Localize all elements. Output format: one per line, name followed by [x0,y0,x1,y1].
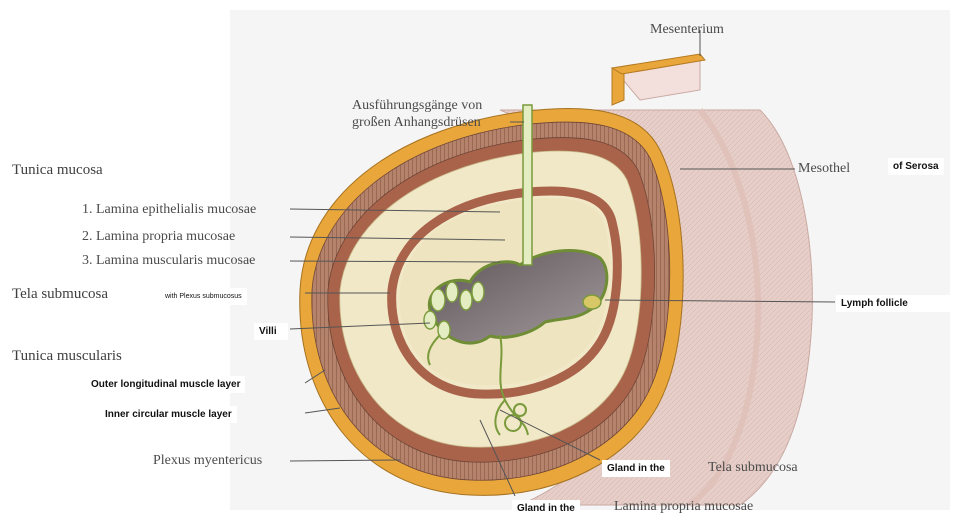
label-tela-submucosa-bottom: Tela submucosa [708,460,798,476]
label-ausfuhrung-line2: großen Anhangsdrüsen [352,115,481,131]
label-tunica-muscularis: Tunica muscularis [12,348,122,364]
label-mesenterium: Mesenterium [650,22,724,38]
label-lamina-propria: 2. Lamina propria mucosae [82,229,235,245]
label-tunica-mucosa: Tunica mucosa [12,162,103,178]
overlay-inner-circular: Inner circular muscle layer [100,406,237,423]
label-lamina-muscularis: 3. Lamina muscularis mucosae [82,253,255,269]
label-mesothel: Mesothel [798,161,850,177]
overlay-with-plexus: with Plexus submucosus [160,288,247,305]
lymph-follicle [583,295,601,309]
overlay-of-serosa: of Serosa [888,158,944,175]
overlay-outer-longitudinal: Outer longitudinal muscle layer [86,376,245,393]
label-tela-submucosa: Tela submucosa [12,286,108,302]
overlay-gland-in-the-2: Gland in the [512,500,580,517]
overlay-villi: Villi [254,323,288,340]
overlay-lymph-follicle: Lymph follicle [836,295,950,312]
label-lamina-epithelialis: 1. Lamina epithelialis mucosae [82,202,256,218]
label-plexus-myentericus: Plexus myentericus [153,453,262,469]
label-ausfuhrung-line1: Ausführungsgänge von [352,98,482,114]
overlay-gland-in-the-1: Gland in the [602,460,670,477]
label-lamina-propria-bottom: Lamina propria mucosae [614,499,753,515]
excretory-duct [523,105,532,265]
